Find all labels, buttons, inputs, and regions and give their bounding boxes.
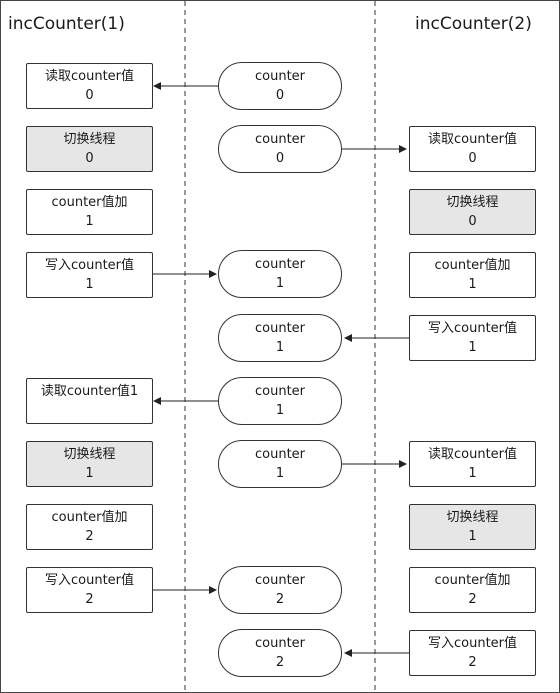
step-label: 读取counter值 bbox=[427, 132, 518, 147]
right-step-read-1: 读取counter值 1 bbox=[409, 441, 536, 487]
step-value: 2 bbox=[468, 592, 477, 607]
step-value: 1 bbox=[85, 277, 94, 292]
left-step-read-1: 读取counter值1 bbox=[26, 378, 153, 424]
step-label: 切换线程 bbox=[63, 132, 116, 147]
step-label: counter值加 bbox=[51, 510, 128, 525]
counter-label: counter bbox=[254, 384, 306, 399]
left-step-increment-2: counter值加 2 bbox=[26, 504, 153, 550]
counter-value: 1 bbox=[275, 340, 285, 355]
counter-value: 0 bbox=[275, 88, 285, 103]
step-value: 0 bbox=[468, 214, 477, 229]
counter-state-1: counter 0 bbox=[218, 125, 342, 173]
left-step-write-2: 写入counter值 2 bbox=[26, 567, 153, 613]
step-label: 写入counter值 bbox=[44, 258, 135, 273]
step-label: 切换线程 bbox=[446, 510, 499, 525]
step-label: counter值加 bbox=[434, 258, 511, 273]
step-value: 1 bbox=[85, 214, 94, 229]
step-label: 读取counter值 bbox=[427, 447, 518, 462]
left-step-increment-1: counter值加 1 bbox=[26, 189, 153, 235]
step-label: 写入counter值 bbox=[427, 321, 518, 336]
step-value: 0 bbox=[468, 151, 477, 166]
step-label: counter值加 bbox=[434, 573, 511, 588]
counter-label: counter bbox=[254, 321, 306, 336]
step-value: 1 bbox=[468, 529, 477, 544]
counter-label: counter bbox=[254, 573, 306, 588]
step-label: 切换线程 bbox=[63, 447, 116, 462]
left-step-read-0: 读取counter值 0 bbox=[26, 63, 153, 109]
left-step-switch-0: 切换线程 0 bbox=[26, 126, 153, 172]
counter-label: counter bbox=[254, 636, 306, 651]
counter-label: counter bbox=[254, 257, 306, 272]
step-label: counter值加 bbox=[51, 195, 128, 210]
right-step-switch-1: 切换线程 1 bbox=[409, 504, 536, 550]
left-step-switch-1: 切换线程 1 bbox=[26, 441, 153, 487]
counter-value: 1 bbox=[275, 403, 285, 418]
step-label: 写入counter值 bbox=[44, 573, 135, 588]
right-step-write-1: 写入counter值 1 bbox=[409, 315, 536, 361]
right-step-switch-0: 切换线程 0 bbox=[409, 189, 536, 235]
step-label: 读取counter值1 bbox=[40, 384, 139, 399]
step-value: 0 bbox=[85, 151, 94, 166]
step-value: 1 bbox=[85, 466, 94, 481]
counter-value: 0 bbox=[275, 151, 285, 166]
step-value: 2 bbox=[85, 592, 94, 607]
step-label: 写入counter值 bbox=[427, 636, 518, 651]
right-step-read-0: 读取counter值 0 bbox=[409, 126, 536, 172]
right-step-write-2: 写入counter值 2 bbox=[409, 630, 536, 676]
right-step-increment-1: counter值加 1 bbox=[409, 252, 536, 298]
step-value: 1 bbox=[468, 277, 477, 292]
step-label: 读取counter值 bbox=[44, 69, 135, 84]
counter-value: 1 bbox=[275, 276, 285, 291]
counter-value: 1 bbox=[275, 466, 285, 481]
counter-state-5: counter 1 bbox=[218, 440, 342, 488]
step-value: 2 bbox=[85, 529, 94, 544]
counter-state-3: counter 1 bbox=[218, 314, 342, 362]
step-value: 1 bbox=[468, 466, 477, 481]
left-step-write-1: 写入counter值 1 bbox=[26, 252, 153, 298]
step-value: 1 bbox=[468, 340, 477, 355]
step-label: 切换线程 bbox=[446, 195, 499, 210]
counter-state-0: counter 0 bbox=[218, 62, 342, 110]
counter-value: 2 bbox=[275, 592, 285, 607]
step-value: 0 bbox=[85, 88, 94, 103]
right-step-increment-2: counter值加 2 bbox=[409, 567, 536, 613]
counter-state-4: counter 1 bbox=[218, 377, 342, 425]
left-thread-title: incCounter(1) bbox=[8, 14, 125, 34]
counter-state-7: counter 2 bbox=[218, 629, 342, 677]
counter-value: 2 bbox=[275, 655, 285, 670]
counter-label: counter bbox=[254, 447, 306, 462]
counter-label: counter bbox=[254, 69, 306, 84]
counter-label: counter bbox=[254, 132, 306, 147]
step-value: 2 bbox=[468, 655, 477, 670]
right-thread-title: incCounter(2) bbox=[415, 14, 532, 34]
counter-state-6: counter 2 bbox=[218, 566, 342, 614]
counter-state-2: counter 1 bbox=[218, 250, 342, 298]
